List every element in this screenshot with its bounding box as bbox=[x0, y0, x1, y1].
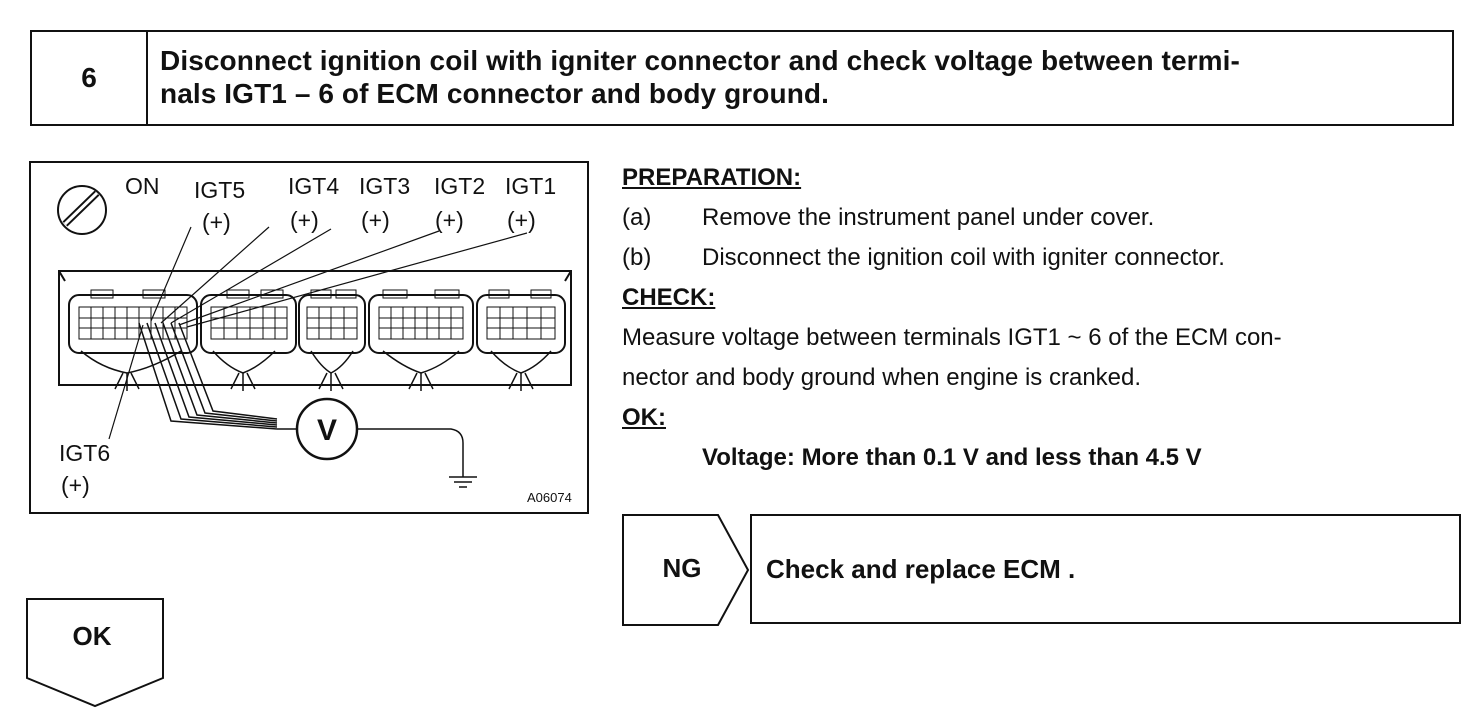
figure-code: A06074 bbox=[527, 490, 572, 505]
item-text: Remove the instrument panel under cover. bbox=[702, 204, 1155, 231]
ng-arrow-box bbox=[622, 514, 750, 626]
igt3-label: IGT3 bbox=[359, 173, 411, 199]
ng-action-text: Check and replace ECM . bbox=[766, 553, 1076, 584]
igt1-polarity: (+) bbox=[507, 207, 536, 233]
voltmeter-symbol: V bbox=[317, 414, 337, 447]
item-text: Disconnect the ignition coil with ignite… bbox=[702, 244, 1225, 271]
step-header: 6 Disconnect ignition coil with igniter … bbox=[30, 30, 1454, 126]
ok-label: OK bbox=[72, 621, 112, 651]
step-number: 6 bbox=[32, 32, 148, 124]
ok-arrow-box bbox=[26, 598, 164, 708]
ignition-switch-icon bbox=[57, 185, 107, 235]
diagram-drawing: V bbox=[57, 185, 572, 488]
preparation-heading: PREPARATION: bbox=[622, 164, 802, 191]
step-title-line1: Disconnect ignition coil with igniter co… bbox=[160, 45, 1240, 76]
check-text-line1: Measure voltage between terminals IGT1 ~… bbox=[622, 324, 1282, 351]
igt3-polarity: (+) bbox=[361, 207, 390, 233]
igt2-polarity: (+) bbox=[435, 207, 464, 233]
preparation-item: (a) Remove the instrument panel under co… bbox=[622, 198, 1467, 238]
step-title-line2: nals IGT1 – 6 of ECM connector and body … bbox=[160, 78, 829, 109]
igt1-label: IGT1 bbox=[505, 173, 557, 199]
ignition-on-label: ON bbox=[125, 173, 160, 199]
connector-row bbox=[68, 294, 566, 354]
igt6-polarity: (+) bbox=[61, 472, 90, 498]
ng-action-box: Check and replace ECM . bbox=[750, 514, 1461, 624]
item-label: (b) bbox=[622, 244, 652, 271]
igt4-polarity: (+) bbox=[290, 207, 319, 233]
ecm-connector-diagram: V ON IGT5 (+) IGT4 (+) IGT3 (+) IGT2 (+)… bbox=[29, 161, 589, 514]
igt4-label: IGT4 bbox=[288, 173, 340, 199]
ecm-housing bbox=[58, 270, 572, 386]
voltmeter-icon bbox=[295, 397, 359, 461]
ok-voltage-spec: Voltage: More than 0.1 V and less than 4… bbox=[702, 444, 1202, 471]
igt5-polarity: (+) bbox=[202, 209, 231, 235]
igt6-label: IGT6 bbox=[59, 440, 111, 466]
instructions: PREPARATION: (a) Remove the instrument p… bbox=[622, 158, 1467, 478]
preparation-item: (b) Disconnect the ignition coil with ig… bbox=[622, 238, 1467, 278]
item-label: (a) bbox=[622, 204, 652, 231]
ok-heading: OK: bbox=[622, 404, 666, 431]
check-text-line2: nector and body ground when engine is cr… bbox=[622, 364, 1142, 391]
igt2-label: IGT2 bbox=[434, 173, 486, 199]
step-title: Disconnect ignition coil with igniter co… bbox=[148, 32, 1452, 124]
check-heading: CHECK: bbox=[622, 284, 716, 311]
ng-label: NG bbox=[662, 553, 702, 583]
igt5-label: IGT5 bbox=[194, 177, 246, 203]
